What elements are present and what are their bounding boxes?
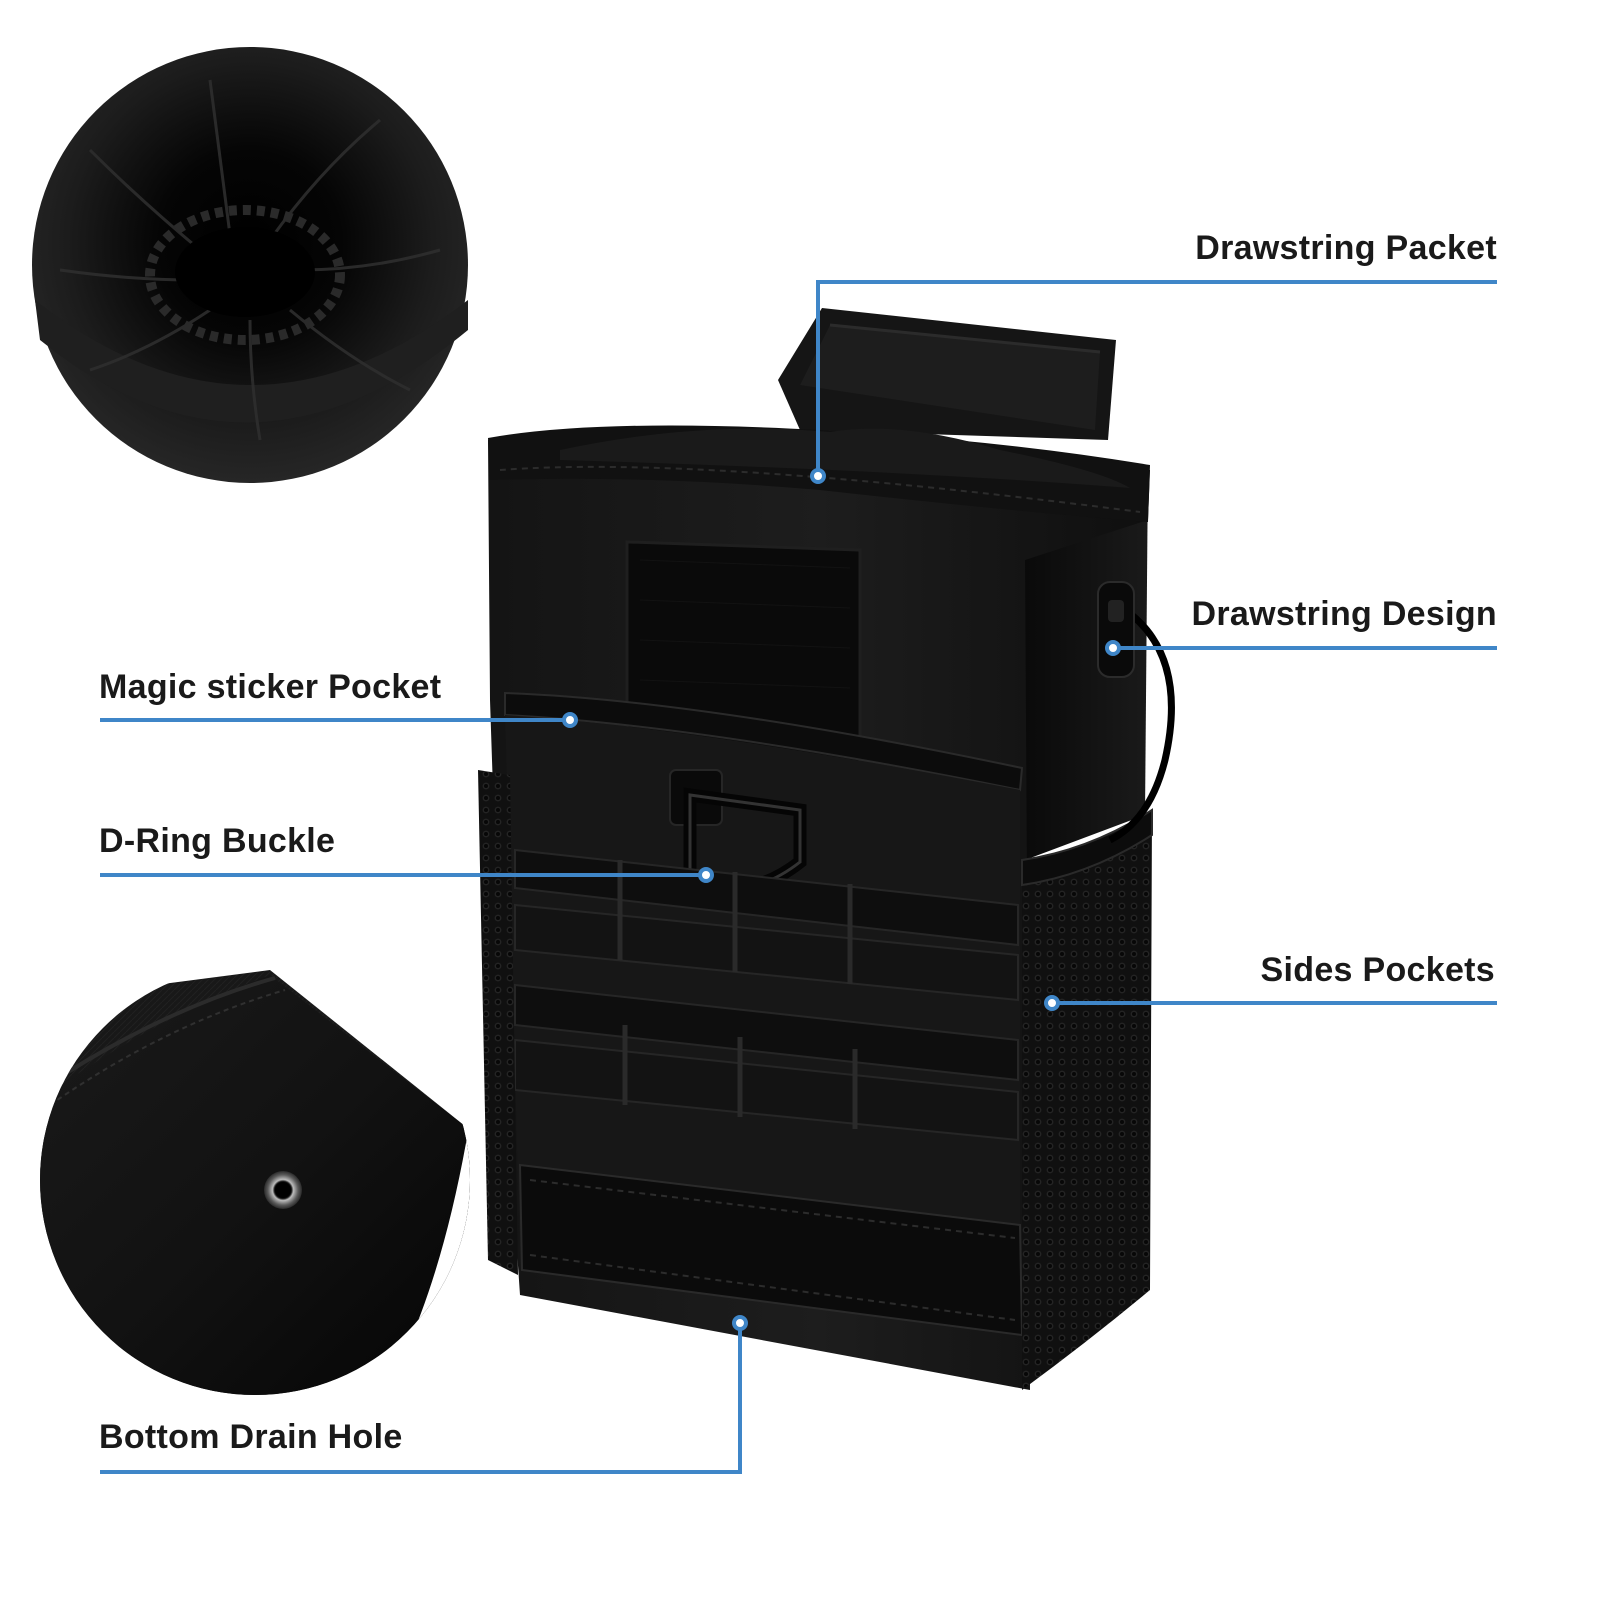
label-drawstring-design: Drawstring Design: [1191, 595, 1497, 633]
drawstring-detail-circle: [32, 47, 468, 483]
drain-hole-detail-circle: [40, 965, 470, 1395]
callout-dot-drawstring-design: [1105, 640, 1121, 656]
callout-dot-d-ring-buckle: [698, 867, 714, 883]
label-sides-pockets: Sides Pockets: [1260, 951, 1495, 989]
label-d-ring-buckle: D-Ring Buckle: [99, 822, 336, 860]
callout-line-drawstring-packet: [816, 280, 1497, 472]
callout-dots: [562, 468, 1121, 1331]
callout-dot-sides-pockets: [1044, 995, 1060, 1011]
callout-lines: [100, 280, 1497, 1474]
callout-dot-magic-sticker-pocket: [562, 712, 578, 728]
drain-hole-grommet: [264, 1171, 302, 1209]
pouch-product: [478, 308, 1175, 1390]
label-bottom-drain-hole: Bottom Drain Hole: [99, 1418, 403, 1456]
callout-dot-bottom-drain-hole: [732, 1315, 748, 1331]
label-magic-sticker-pocket: Magic sticker Pocket: [99, 668, 442, 706]
callout-line-bottom-drain-hole: [100, 1323, 742, 1474]
label-drawstring-packet: Drawstring Packet: [1195, 229, 1497, 267]
callout-dot-drawstring-packet: [810, 468, 826, 484]
